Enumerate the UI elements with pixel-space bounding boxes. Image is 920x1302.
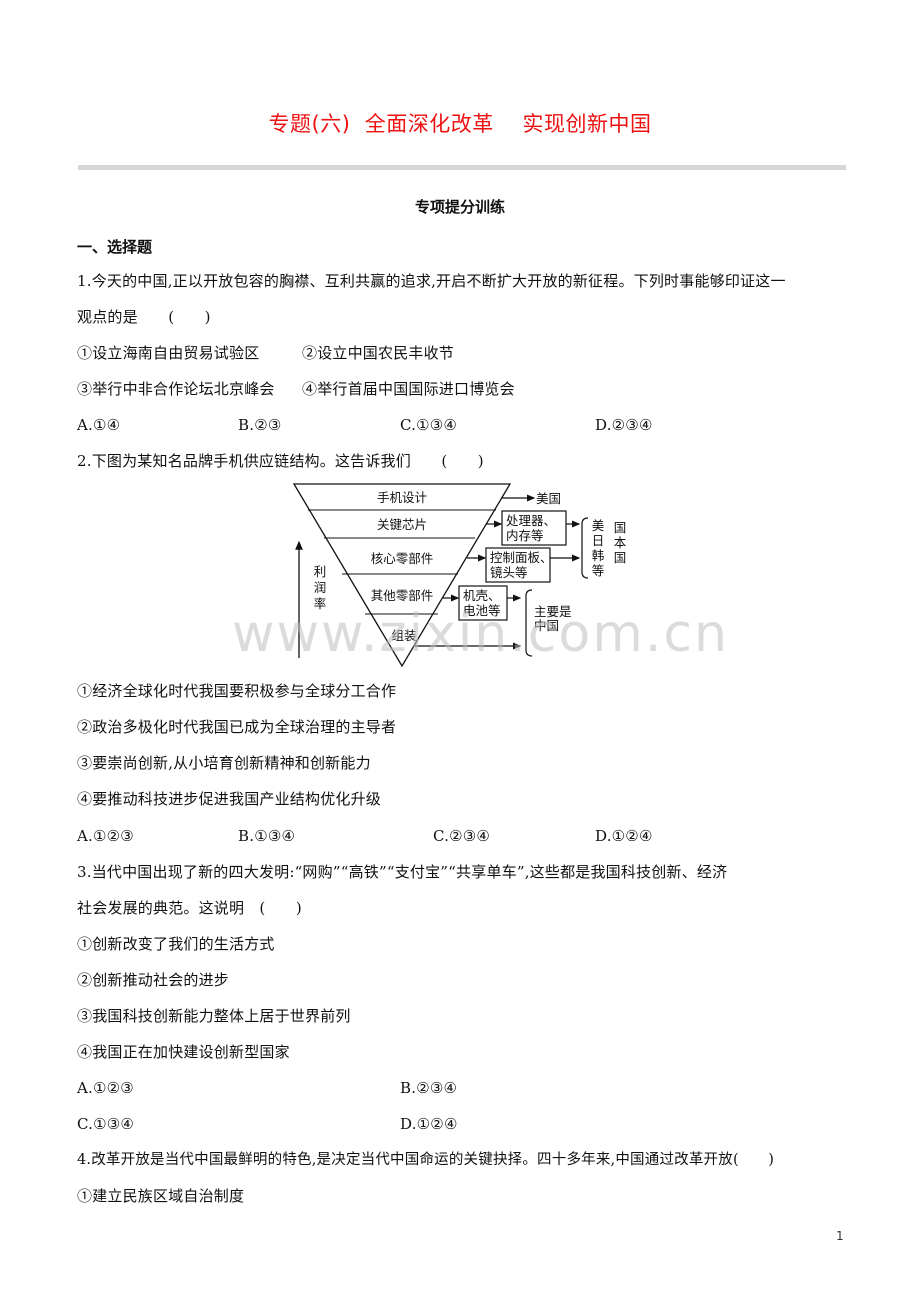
question-3-stem: 社会发展的典范。这说明 ( )	[77, 899, 302, 917]
layer-chips: 关键芯片	[377, 517, 427, 532]
question-1-item: ②设立中国农民丰收节	[302, 344, 455, 362]
question-1-stem: 观点的是 ( )	[77, 308, 211, 326]
question-3-item: ④我国正在加快建设创新型国家	[77, 1043, 290, 1061]
question-1-option-d[interactable]: D.②③④	[595, 416, 653, 434]
profit-pyramid	[292, 483, 512, 668]
question-2-item: ④要推动科技进步促进我国产业结构优化升级	[77, 790, 382, 808]
dest-china: 主要是	[534, 604, 572, 619]
question-1-item: ①设立海南自由贸易试验区	[77, 344, 260, 362]
box-processor: 内存等	[506, 528, 544, 543]
question-2-option-c[interactable]: C.②③④	[433, 827, 491, 845]
question-2-stem: 2.下图为某知名品牌手机供应链结构。这告诉我们 ( )	[77, 452, 484, 470]
question-2-item: ①经济全球化时代我国要积极参与全球分工合作	[77, 682, 397, 700]
box-control-panel: 镜头等	[490, 565, 528, 580]
question-4-item: ①建立民族区域自治制度	[77, 1187, 245, 1205]
dest-group-label-char: 本	[614, 535, 627, 550]
axis-label-char: 利	[314, 564, 327, 579]
question-2-option-b[interactable]: B.①③④	[238, 827, 296, 845]
dest-group-char: 美	[592, 518, 605, 533]
box-processor: 处理器、	[506, 513, 556, 528]
question-3-option-b[interactable]: B.②③④	[400, 1079, 458, 1097]
layer-other-parts: 其他零部件	[371, 588, 434, 603]
question-2-item: ②政治多极化时代我国已成为全球治理的主导者	[77, 718, 397, 736]
question-3-option-d[interactable]: D.①②④	[400, 1115, 458, 1133]
question-1-option-b[interactable]: B.②③	[238, 416, 282, 434]
dest-usa: 美国	[536, 491, 561, 506]
supply-chain-diagram: 手机设计 关键芯片 核心零部件 其他零部件 组装 利 润 率 美国 处理器、 内…	[280, 478, 680, 670]
dest-group-char: 韩	[592, 548, 605, 563]
supply-chain-svg: 手机设计 关键芯片 核心零部件 其他零部件 组装 利 润 率 美国 处理器、 内…	[292, 483, 627, 668]
question-3-option-a[interactable]: A.①②③	[77, 1079, 134, 1097]
box-control-panel: 控制面板、	[490, 550, 553, 565]
subtitle: 专项提分训练	[414, 198, 505, 216]
dest-group-label-char: 国	[614, 520, 627, 535]
question-3-item: ②创新推动社会的进步	[77, 971, 230, 989]
question-1-option-a[interactable]: A.①④	[77, 416, 121, 434]
page-number: 1	[836, 1229, 844, 1243]
question-1-option-c[interactable]: C.①③④	[400, 416, 458, 434]
question-2-option-d[interactable]: D.①②④	[595, 827, 653, 845]
title-divider	[78, 165, 846, 170]
box-battery: 机壳、	[463, 588, 501, 603]
dest-group-char: 等	[592, 563, 605, 578]
question-2-item: ③要崇尚创新,从小培育创新精神和创新能力	[77, 754, 371, 772]
question-1-stem: 1.今天的中国,正以开放包容的胸襟、互利共赢的追求,开启不断扩大开放的新征程。下…	[77, 272, 786, 290]
dest-group-label-char: 国	[614, 550, 627, 565]
section-heading: 一、选择题	[77, 238, 153, 256]
page-title: 专题(六) 全面深化改革 实现创新中国	[268, 112, 652, 136]
box-battery: 电池等	[463, 603, 501, 618]
question-3-item: ③我国科技创新能力整体上居于世界前列	[77, 1007, 351, 1025]
question-3-item: ①创新改变了我们的生活方式	[77, 935, 275, 953]
dest-china: 中国	[534, 618, 559, 633]
layer-assembly: 组装	[391, 628, 416, 643]
layer-design: 手机设计	[377, 490, 427, 505]
axis-label-char: 润	[314, 580, 327, 595]
question-3-option-c[interactable]: C.①③④	[77, 1115, 135, 1133]
dest-group-char: 日	[592, 533, 605, 548]
layer-core-parts: 核心零部件	[371, 551, 434, 566]
question-3-stem: 3.当代中国出现了新的四大发明:“网购”“高铁”“支付宝”“共享单车”,这些都是…	[77, 863, 728, 881]
question-4-stem: 4.改革开放是当代中国最鲜明的特色,是决定当代中国命运的关键抉择。四十多年来,中…	[77, 1152, 775, 1168]
question-1-item: ④举行首届中国国际进口博览会	[302, 380, 515, 398]
question-2-option-a[interactable]: A.①②③	[77, 827, 134, 845]
axis-label-char: 率	[314, 596, 327, 611]
question-1-item: ③举行中非合作论坛北京峰会	[77, 380, 275, 398]
